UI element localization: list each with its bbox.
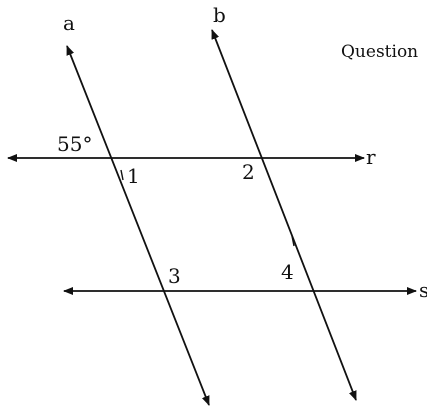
line-a <box>66 45 210 406</box>
line-s-label: s <box>419 278 427 302</box>
angle-1-label: 1 <box>127 164 140 188</box>
angle-55-label: 55° <box>57 132 92 156</box>
line-b <box>211 29 357 401</box>
line-a-label: a <box>63 11 75 35</box>
question-label: Question <box>341 42 418 62</box>
parallel-tick-a <box>120 169 124 181</box>
angle-4-label: 4 <box>281 260 294 284</box>
line-b-label: b <box>213 3 226 27</box>
line-r-label: r <box>366 145 376 169</box>
parallel-tick-b <box>291 235 295 247</box>
angle-2-label: 2 <box>242 160 255 184</box>
angle-3-label: 3 <box>168 264 181 288</box>
